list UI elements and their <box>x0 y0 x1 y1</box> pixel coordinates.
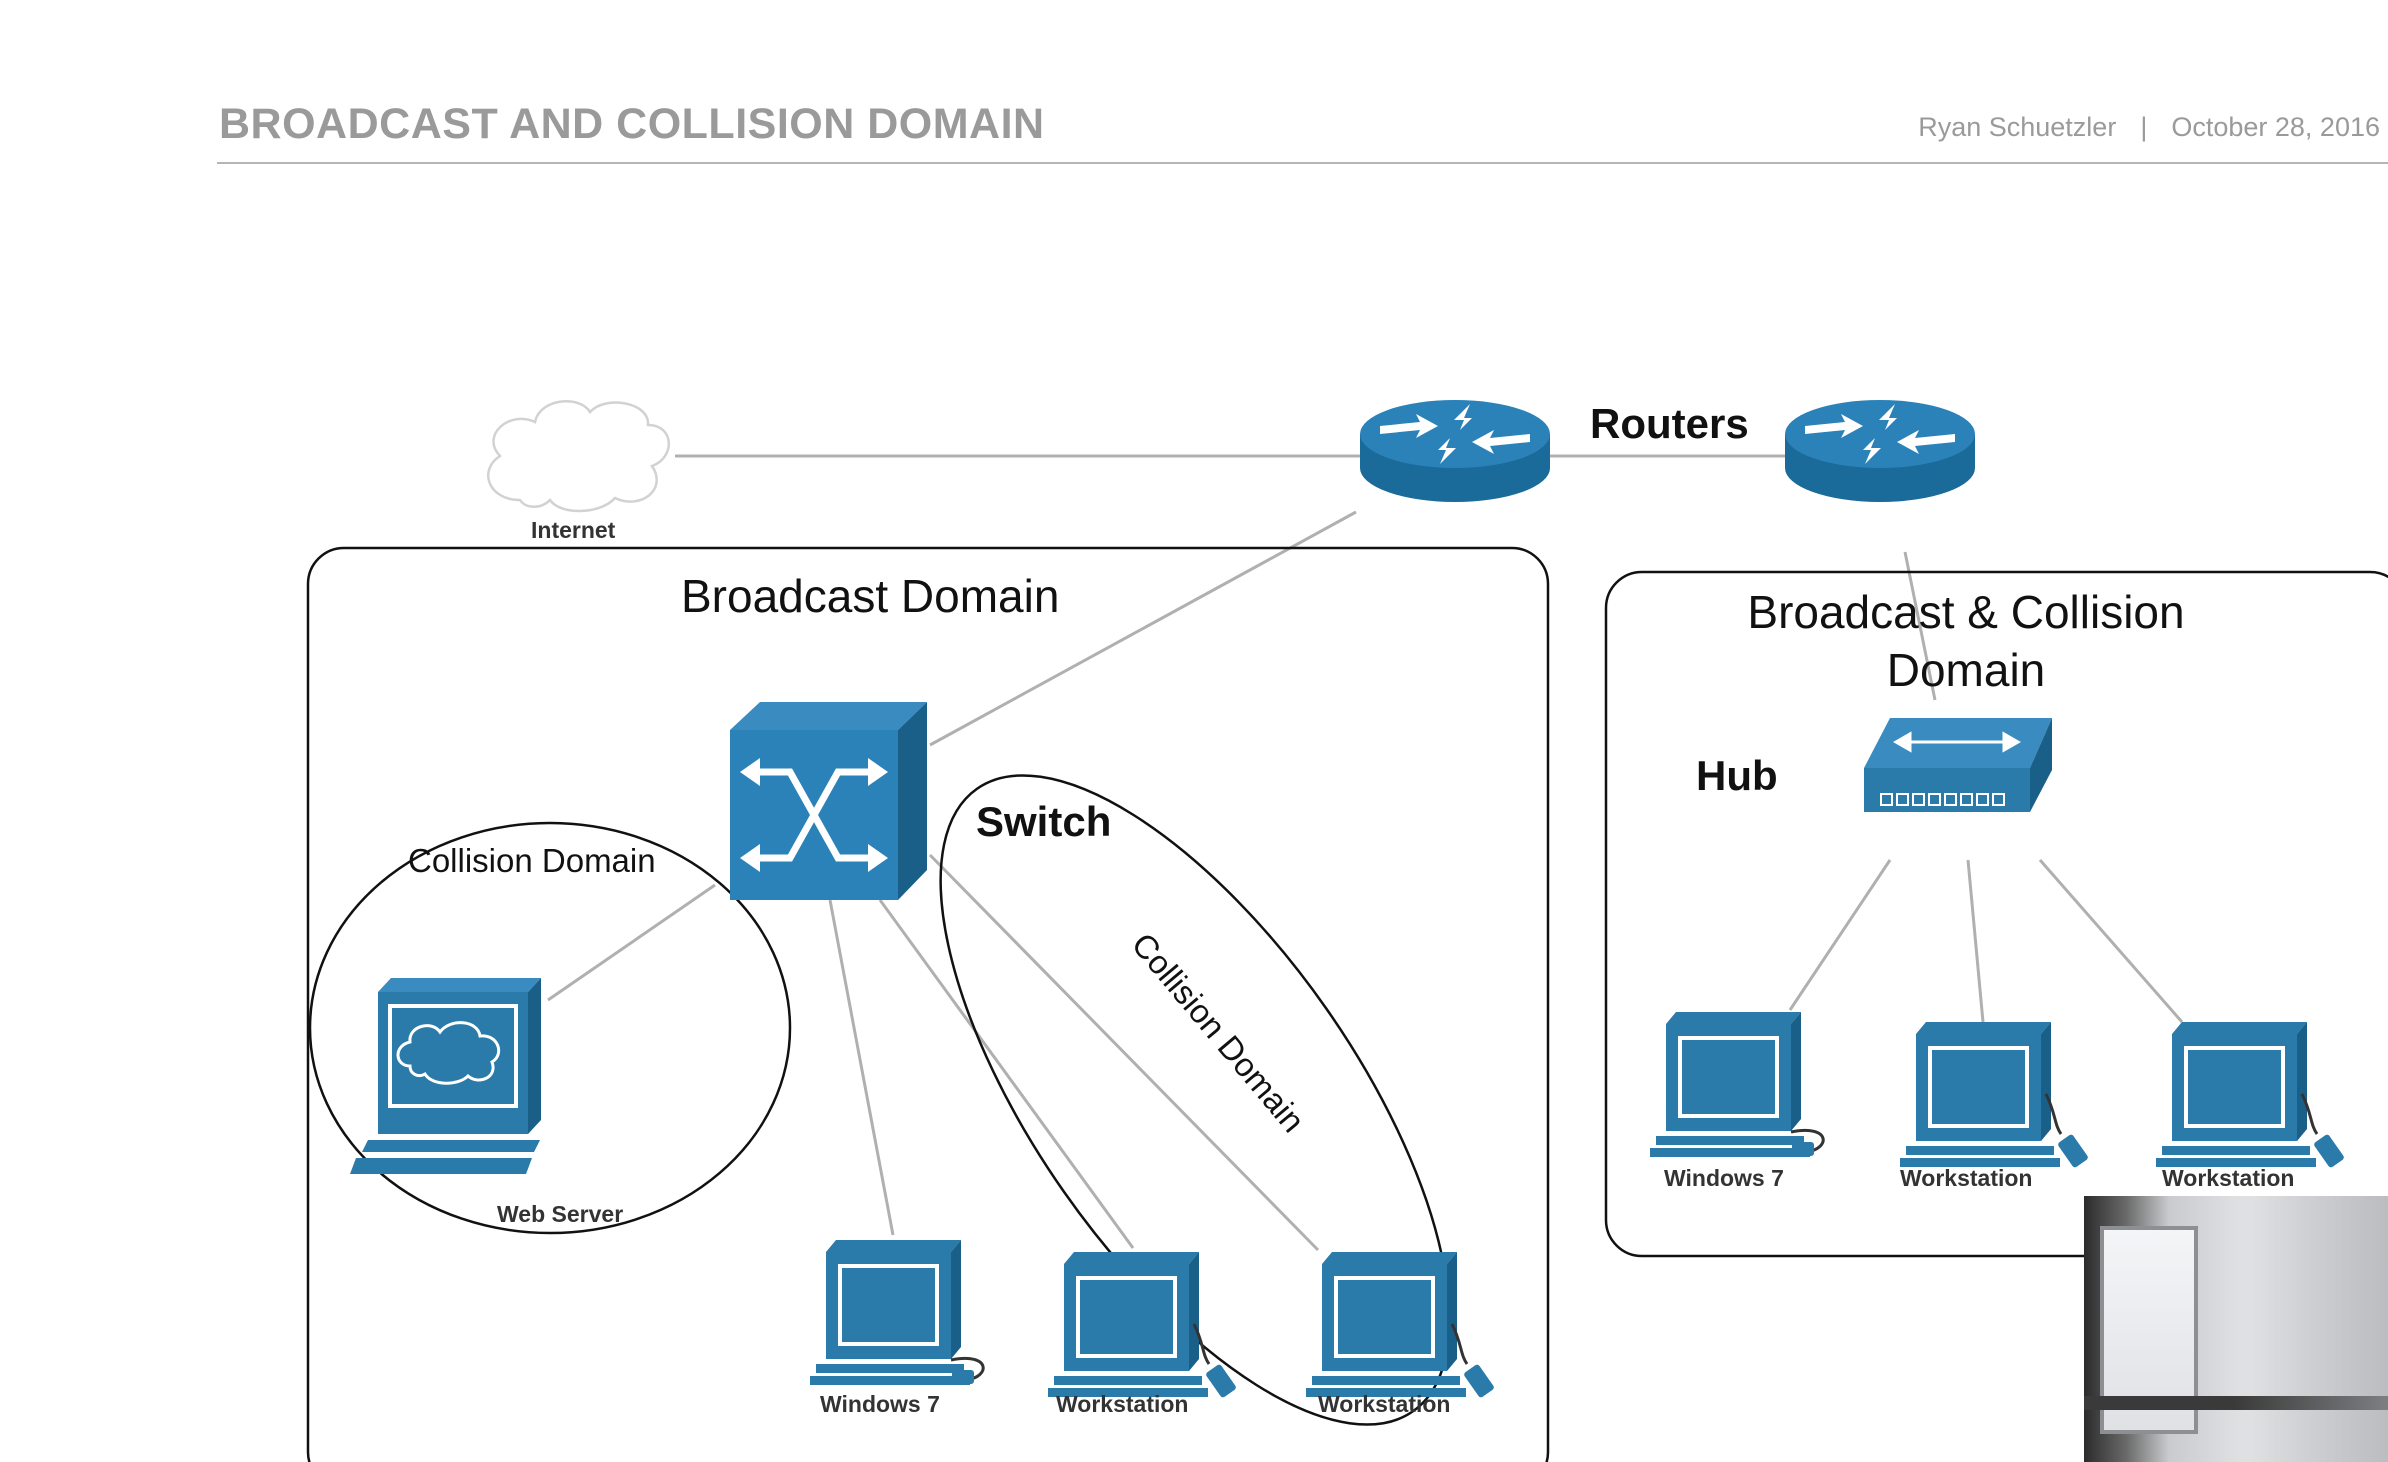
router-icon <box>1785 400 1975 502</box>
switch-icon <box>730 702 927 900</box>
workstation-3-icon <box>1898 1020 2088 1169</box>
web-server-icon <box>350 978 541 1174</box>
meta-separator: | <box>2140 112 2148 142</box>
windows7-right-label: Windows 7 <box>1664 1165 1784 1191</box>
switch-label: Switch <box>976 798 1111 845</box>
webcam-shade <box>2234 1196 2388 1462</box>
web-server-label: Web Server <box>497 1201 623 1227</box>
workstation-4-label: Workstation <box>2162 1165 2294 1191</box>
windows7-left-label: Windows 7 <box>820 1391 940 1417</box>
webcam-overlay <box>2084 1196 2388 1462</box>
collision-domain-right-label: Collision Domain <box>1125 926 1313 1139</box>
link-router-switch <box>929 510 1357 747</box>
link-hub-windows7 <box>1788 859 1892 1011</box>
bc-domain-label-line1: Broadcast & Collision <box>1747 586 2184 638</box>
broadcast-domain-label: Broadcast Domain <box>681 570 1059 622</box>
windows7-right-icon <box>1648 1010 1825 1159</box>
hub-label: Hub <box>1696 752 1778 799</box>
title-rule <box>217 162 2388 164</box>
collision-domain-left-ellipse <box>308 821 792 1235</box>
hub-icon <box>1864 718 2052 812</box>
bc-domain-label-line2: Domain <box>1887 644 2046 696</box>
link-hub-ws3 <box>1966 859 1985 1023</box>
link-switch-ws2 <box>928 853 1320 1252</box>
workstation-2-label: Workstation <box>1318 1391 1450 1417</box>
link-switch-webserver <box>547 883 716 1002</box>
slide-date: October 28, 2016 <box>2171 112 2380 142</box>
link-switch-ws1 <box>878 899 1135 1249</box>
internet-cloud-icon <box>487 400 670 513</box>
workstation-3-label: Workstation <box>1900 1165 2032 1191</box>
router-icon <box>1360 400 1550 502</box>
bc-domain-box <box>1604 570 2388 1258</box>
routers-label: Routers <box>1590 400 1749 447</box>
workstation-4-icon <box>2154 1020 2344 1169</box>
slide-title: BROADCAST AND COLLISION DOMAIN <box>219 100 1045 148</box>
windows7-left-icon <box>808 1238 985 1387</box>
collision-domain-right-ellipse <box>939 774 1451 1426</box>
collision-domain-left-label: Collision Domain <box>408 842 656 879</box>
broadcast-domain-box <box>306 546 1550 1462</box>
internet-label: Internet <box>531 517 616 543</box>
workstation-1-icon <box>1046 1250 1236 1399</box>
slide-meta: Ryan Schuetzler | October 28, 2016 <box>1918 112 2380 143</box>
link-router-hub <box>1903 551 1937 701</box>
author-name: Ryan Schuetzler <box>1918 112 2117 142</box>
link-switch-windows7 <box>828 899 895 1236</box>
workstation-2-icon <box>1304 1250 1494 1399</box>
workstation-1-label: Workstation <box>1056 1391 1188 1417</box>
link-hub-ws4 <box>2038 859 2184 1023</box>
